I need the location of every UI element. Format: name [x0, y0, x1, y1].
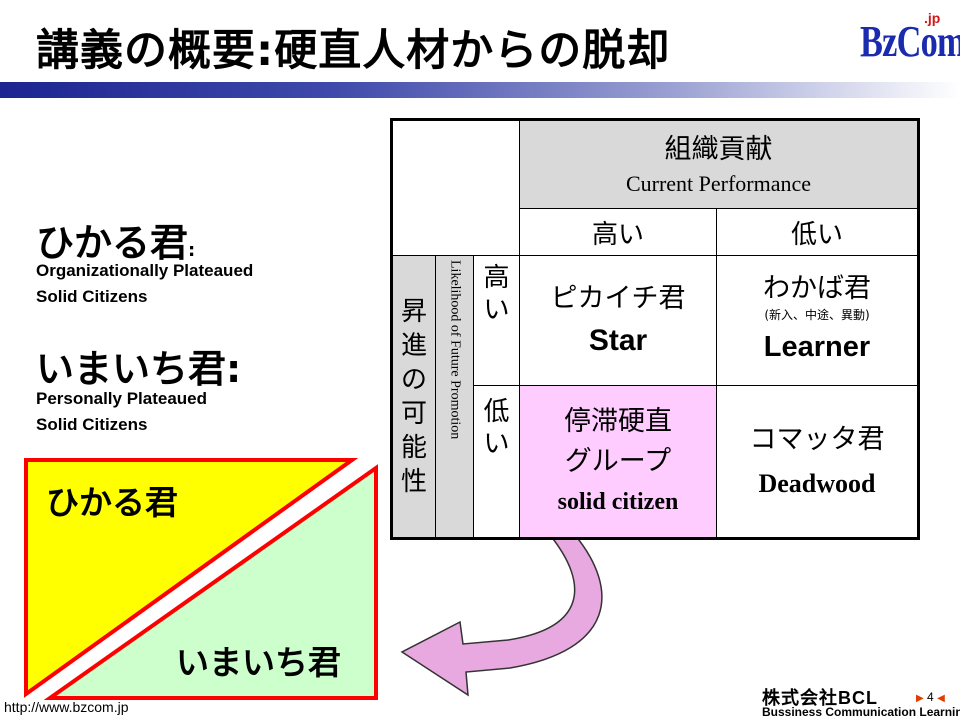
row-low-label: 低 い [473, 385, 519, 537]
hikaru-desc-line1: Organizationally Plateaued [36, 261, 254, 280]
cell-solid-citizen-en: solid citizen [557, 488, 679, 515]
row-header-char: 性 [400, 466, 427, 497]
row-header-char: の [400, 364, 427, 395]
triangle-top-label: ひかる君 [46, 483, 178, 522]
cell-star-en: Star [588, 323, 648, 357]
footer-company-en: Bussiness Communication Learning [762, 705, 960, 719]
hikaru-title: ひかる君 [36, 221, 189, 265]
header-gradient-bar [0, 82, 960, 98]
cell-deadwood-en: Deadwood [758, 468, 876, 498]
cell-learner-jp: わかば君 [763, 272, 871, 304]
cell-solid-citizen-jp1: 停滞硬直 [564, 405, 672, 437]
triangle-diagram [24, 458, 378, 700]
hikaru-heading: ひかる君: [36, 212, 195, 267]
cell-solid-citizen-jp2: グループ [564, 445, 672, 477]
hikaru-colon: : [188, 240, 196, 261]
column-header: 組織貢献 Current Performance [519, 121, 917, 208]
footer-url: http://www.bzcom.jp [4, 699, 129, 715]
triangle-left-icon: ◀ [937, 693, 945, 704]
cell-deadwood-jp: コマッタ君 [749, 423, 885, 455]
logo-main-text: BzCom [860, 17, 960, 66]
slide-title: 講義の概要:硬直人材からの脱却 [36, 26, 671, 76]
imaichi-title: いまいち君: [36, 347, 242, 391]
cell-deadwood: コマッタ君 Deadwood [716, 385, 917, 537]
imaichi-desc-line2: Solid Citizens [36, 415, 148, 434]
triangle-bottom-right [43, 464, 378, 700]
matrix-corner [393, 121, 519, 255]
triangle-right-icon: ▶ [916, 693, 924, 704]
hikaru-desc-line2: Solid Citizens [36, 287, 148, 306]
row-high-label: 高 い [473, 255, 519, 385]
triangle-top-left [24, 458, 359, 698]
column-low-label: 低い [716, 208, 917, 255]
cell-star: ピカイチ君 Star [519, 255, 716, 385]
curved-arrow-shape [400, 534, 603, 697]
column-header-jp: 組織貢献 [664, 133, 773, 165]
row-header-en-cell: Likelihood of Future Promotion [435, 255, 473, 537]
bzcom-logo: BzCom .jp [838, 8, 960, 72]
cell-learner-note: (新入、中途、異動) [764, 307, 870, 322]
triangle-bottom-label: いまいち君 [176, 643, 341, 682]
cell-solid-citizen: 停滞硬直 グループ solid citizen [519, 385, 716, 537]
page-number: 4 [927, 690, 934, 704]
row-header-char: 能 [400, 432, 427, 463]
cell-learner: わかば君 (新入、中途、異動) Learner [716, 255, 917, 385]
cell-star-jp: ピカイチ君 [550, 282, 686, 314]
row-high-char: い [483, 295, 510, 325]
row-low-char: い [483, 429, 510, 459]
row-header-char: 可 [400, 398, 427, 429]
curved-arrow [400, 534, 603, 697]
row-header-char: 昇 [400, 296, 427, 327]
column-high-label: 高い [519, 208, 716, 255]
row-header-jp: 昇 進 の 可 能 性 [393, 255, 435, 537]
row-high-char: 高 [483, 263, 510, 293]
footer-company: 株式会社BCL [762, 688, 878, 708]
row-low-char: 低 [483, 397, 510, 427]
promotion-performance-matrix: 組織貢献 Current Performance 高い 低い 昇 進 の 可 能… [390, 118, 920, 540]
hikaru-description: Organizationally Plateaued Solid Citizen… [36, 258, 253, 310]
row-header-en: Likelihood of Future Promotion [447, 260, 463, 440]
cell-learner-en: Learner [763, 330, 871, 363]
row-header-char: 進 [400, 330, 427, 361]
logo-suffix-text: .jp [924, 10, 941, 26]
imaichi-description: Personally Plateaued Solid Citizens [36, 386, 207, 438]
page-number-group: ▶ 4 ◀ [916, 690, 945, 704]
column-header-en: Current Performance [625, 170, 812, 196]
imaichi-desc-line1: Personally Plateaued [36, 389, 208, 408]
